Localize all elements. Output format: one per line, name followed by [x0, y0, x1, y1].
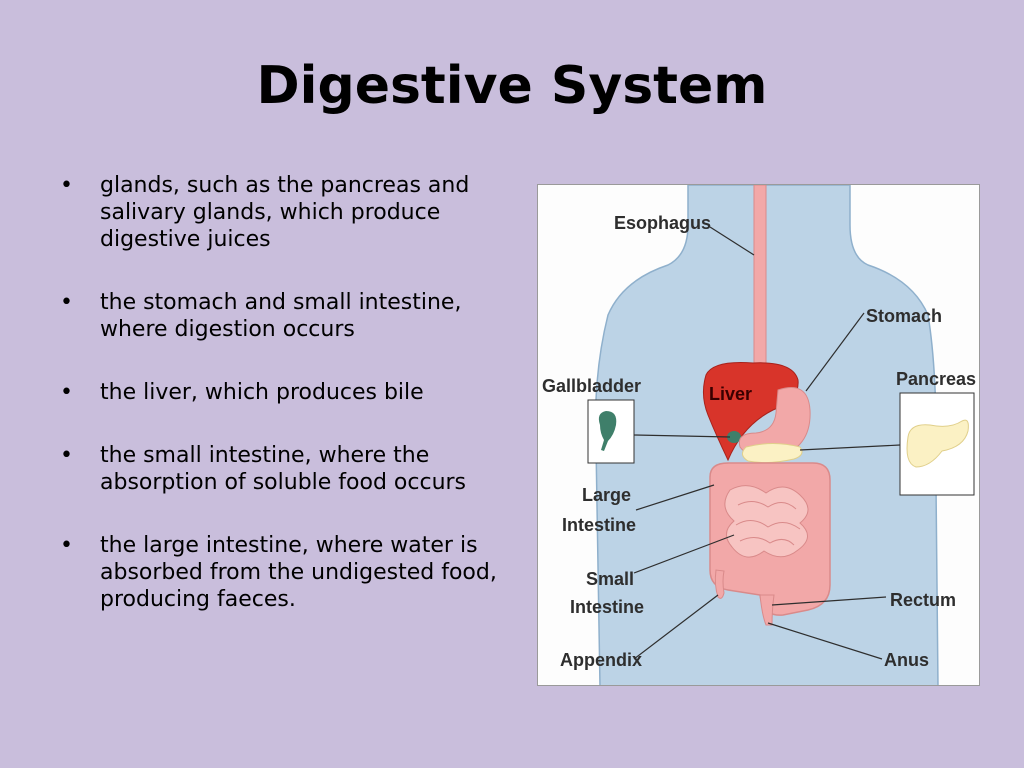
label-appendix: Appendix	[560, 650, 642, 670]
esophagus-leader	[709, 226, 755, 256]
bullet-dot: •	[60, 290, 73, 315]
pancreas-leader	[799, 444, 901, 451]
bullet-dot: •	[60, 380, 73, 405]
rectum-organ	[759, 594, 775, 626]
bullet-dot: •	[60, 173, 73, 198]
bullet-list: • glands, such as the pancreas and saliva…	[60, 172, 510, 649]
label-large-intestine-line1: Large	[582, 485, 631, 505]
bullet-text: glands, such as the pancreas and salivar…	[100, 173, 470, 252]
leader-lines	[633, 226, 901, 660]
pancreas-inset-icon	[906, 419, 969, 468]
bullet-item: • the stomach and small intestine, where …	[60, 289, 510, 343]
bullet-item: • glands, such as the pancreas and saliva…	[60, 172, 510, 253]
label-small-intestine-line2: Intestine	[570, 597, 644, 617]
bullet-text: the liver, which produces bile	[100, 380, 424, 405]
digestive-diagram: Esophagus Stomach Gallbladder Liver Panc…	[537, 184, 980, 686]
appendix-organ	[714, 569, 725, 599]
label-anus: Anus	[884, 650, 929, 670]
small-intestine-coils	[735, 501, 801, 546]
label-rectum: Rectum	[890, 590, 956, 610]
bullet-text: the large intestine, where water is abso…	[100, 533, 497, 612]
bullet-item: • the small intestine, where the absorpti…	[60, 442, 510, 496]
small-intestine-leader	[633, 534, 735, 574]
bullet-item: • the large intestine, where water is abs…	[60, 532, 510, 613]
label-stomach: Stomach	[866, 306, 942, 326]
liver-organ	[702, 362, 799, 462]
bullet-dot: •	[60, 533, 73, 558]
gallbladder-organ	[727, 431, 741, 443]
digestive-diagram-svg: Esophagus Stomach Gallbladder Liver Panc…	[542, 185, 976, 685]
stomach-leader	[805, 312, 865, 392]
label-liver: Liver	[709, 384, 752, 404]
bullet-text: the small intestine, where the absorptio…	[100, 443, 467, 495]
gallbladder-inset-icon	[598, 411, 617, 451]
label-large-intestine-line2: Intestine	[562, 515, 636, 535]
label-pancreas: Pancreas	[896, 369, 976, 389]
slide-title: Digestive System	[256, 56, 768, 116]
rectum-leader	[771, 596, 887, 606]
label-esophagus: Esophagus	[614, 213, 711, 233]
pancreas-organ	[742, 443, 803, 464]
anus-leader	[767, 622, 883, 660]
bullet-text: the stomach and small intestine, where d…	[100, 290, 462, 342]
appendix-leader	[633, 594, 719, 660]
bullet-dot: •	[60, 443, 73, 468]
large-intestine-leader	[635, 484, 715, 511]
small-intestine-organ	[724, 485, 809, 558]
label-gallbladder: Gallbladder	[542, 376, 641, 396]
label-small-intestine-line1: Small	[586, 569, 634, 589]
bullet-item: • the liver, which produces bile	[60, 379, 510, 406]
gallbladder-leader	[633, 434, 731, 438]
